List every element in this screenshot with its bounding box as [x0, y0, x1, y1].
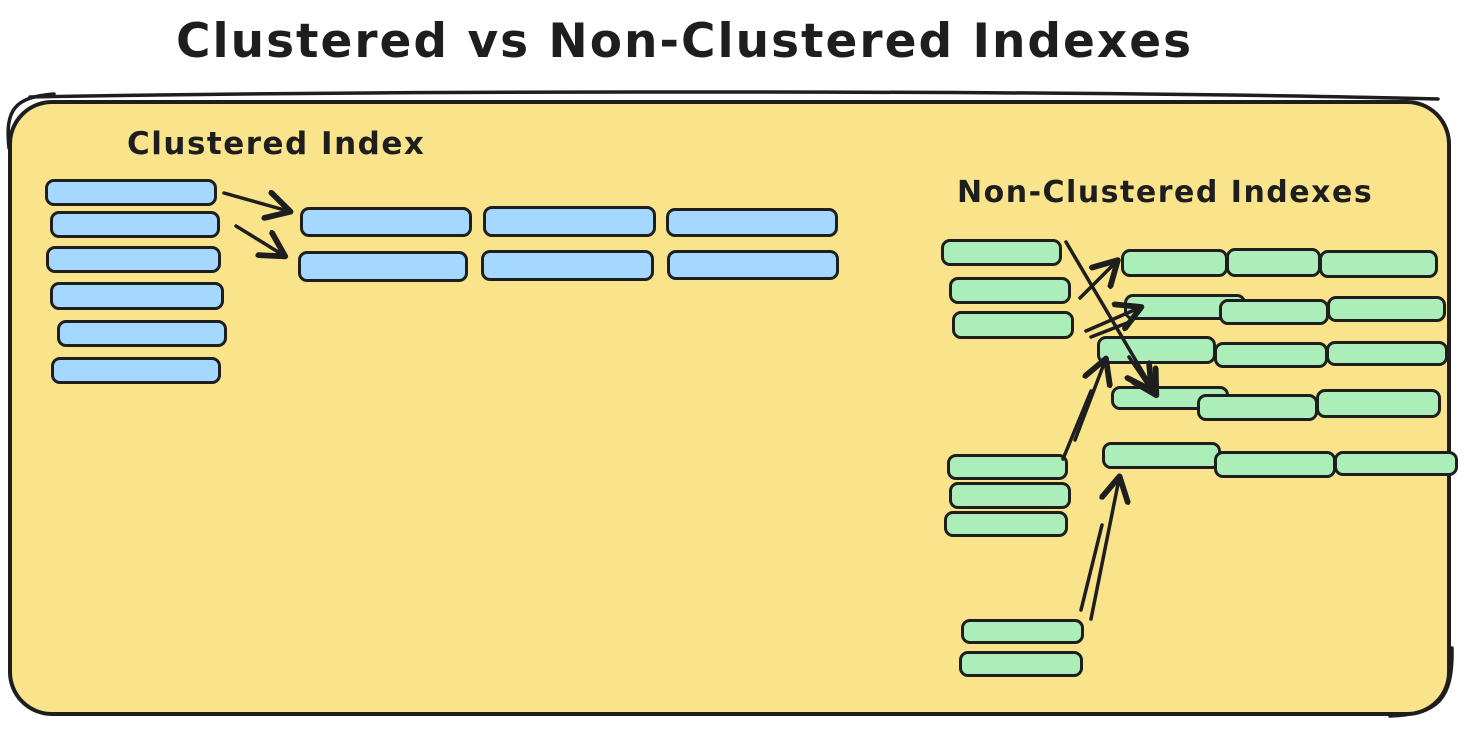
non-clustered-index-row-box: [1102, 442, 1221, 469]
non-clustered-index-row-box: [1327, 296, 1446, 322]
non-clustered-key-box: [941, 239, 1062, 266]
non-clustered-key-box: [961, 619, 1084, 644]
non-clustered-key-box: [947, 454, 1068, 480]
clustered-index-row-box: [481, 250, 654, 281]
diagram-title: Clustered vs Non-Clustered Indexes: [176, 14, 1194, 69]
non-clustered-index-row-box: [1334, 451, 1458, 476]
clustered-index-label: Clustered Index: [127, 126, 426, 162]
clustered-table-box: [51, 357, 221, 384]
non-clustered-index-row-box: [1097, 336, 1216, 364]
non-clustered-key-box: [949, 277, 1071, 304]
non-clustered-index-row-box: [1226, 248, 1321, 277]
clustered-index-row-box: [300, 207, 472, 237]
non-clustered-key-box: [959, 651, 1083, 677]
clustered-table-box: [50, 282, 224, 310]
non-clustered-index-row-box: [1319, 250, 1438, 278]
clustered-index-row-box: [666, 208, 838, 237]
clustered-table-box: [46, 246, 221, 273]
non-clustered-index-row-box: [1121, 249, 1228, 277]
clustered-table-box: [50, 211, 220, 238]
clustered-table-box: [57, 320, 227, 347]
clustered-table-box: [45, 179, 217, 206]
non-clustered-index-row-box: [1316, 389, 1441, 418]
non-clustered-key-box: [944, 511, 1068, 537]
non-clustered-indexes-label: Non-Clustered Indexes: [957, 175, 1374, 210]
non-clustered-key-box: [949, 482, 1071, 509]
non-clustered-key-box: [952, 311, 1074, 339]
non-clustered-index-row-box: [1219, 299, 1329, 325]
clustered-index-row-box: [298, 251, 468, 282]
board-sketch-line: [28, 90, 1440, 101]
non-clustered-index-row-box: [1214, 451, 1336, 478]
non-clustered-index-row-box: [1326, 341, 1448, 366]
non-clustered-index-row-box: [1214, 342, 1328, 368]
clustered-index-row-box: [667, 250, 839, 280]
clustered-index-row-box: [483, 206, 656, 237]
non-clustered-index-row-box: [1197, 394, 1318, 421]
